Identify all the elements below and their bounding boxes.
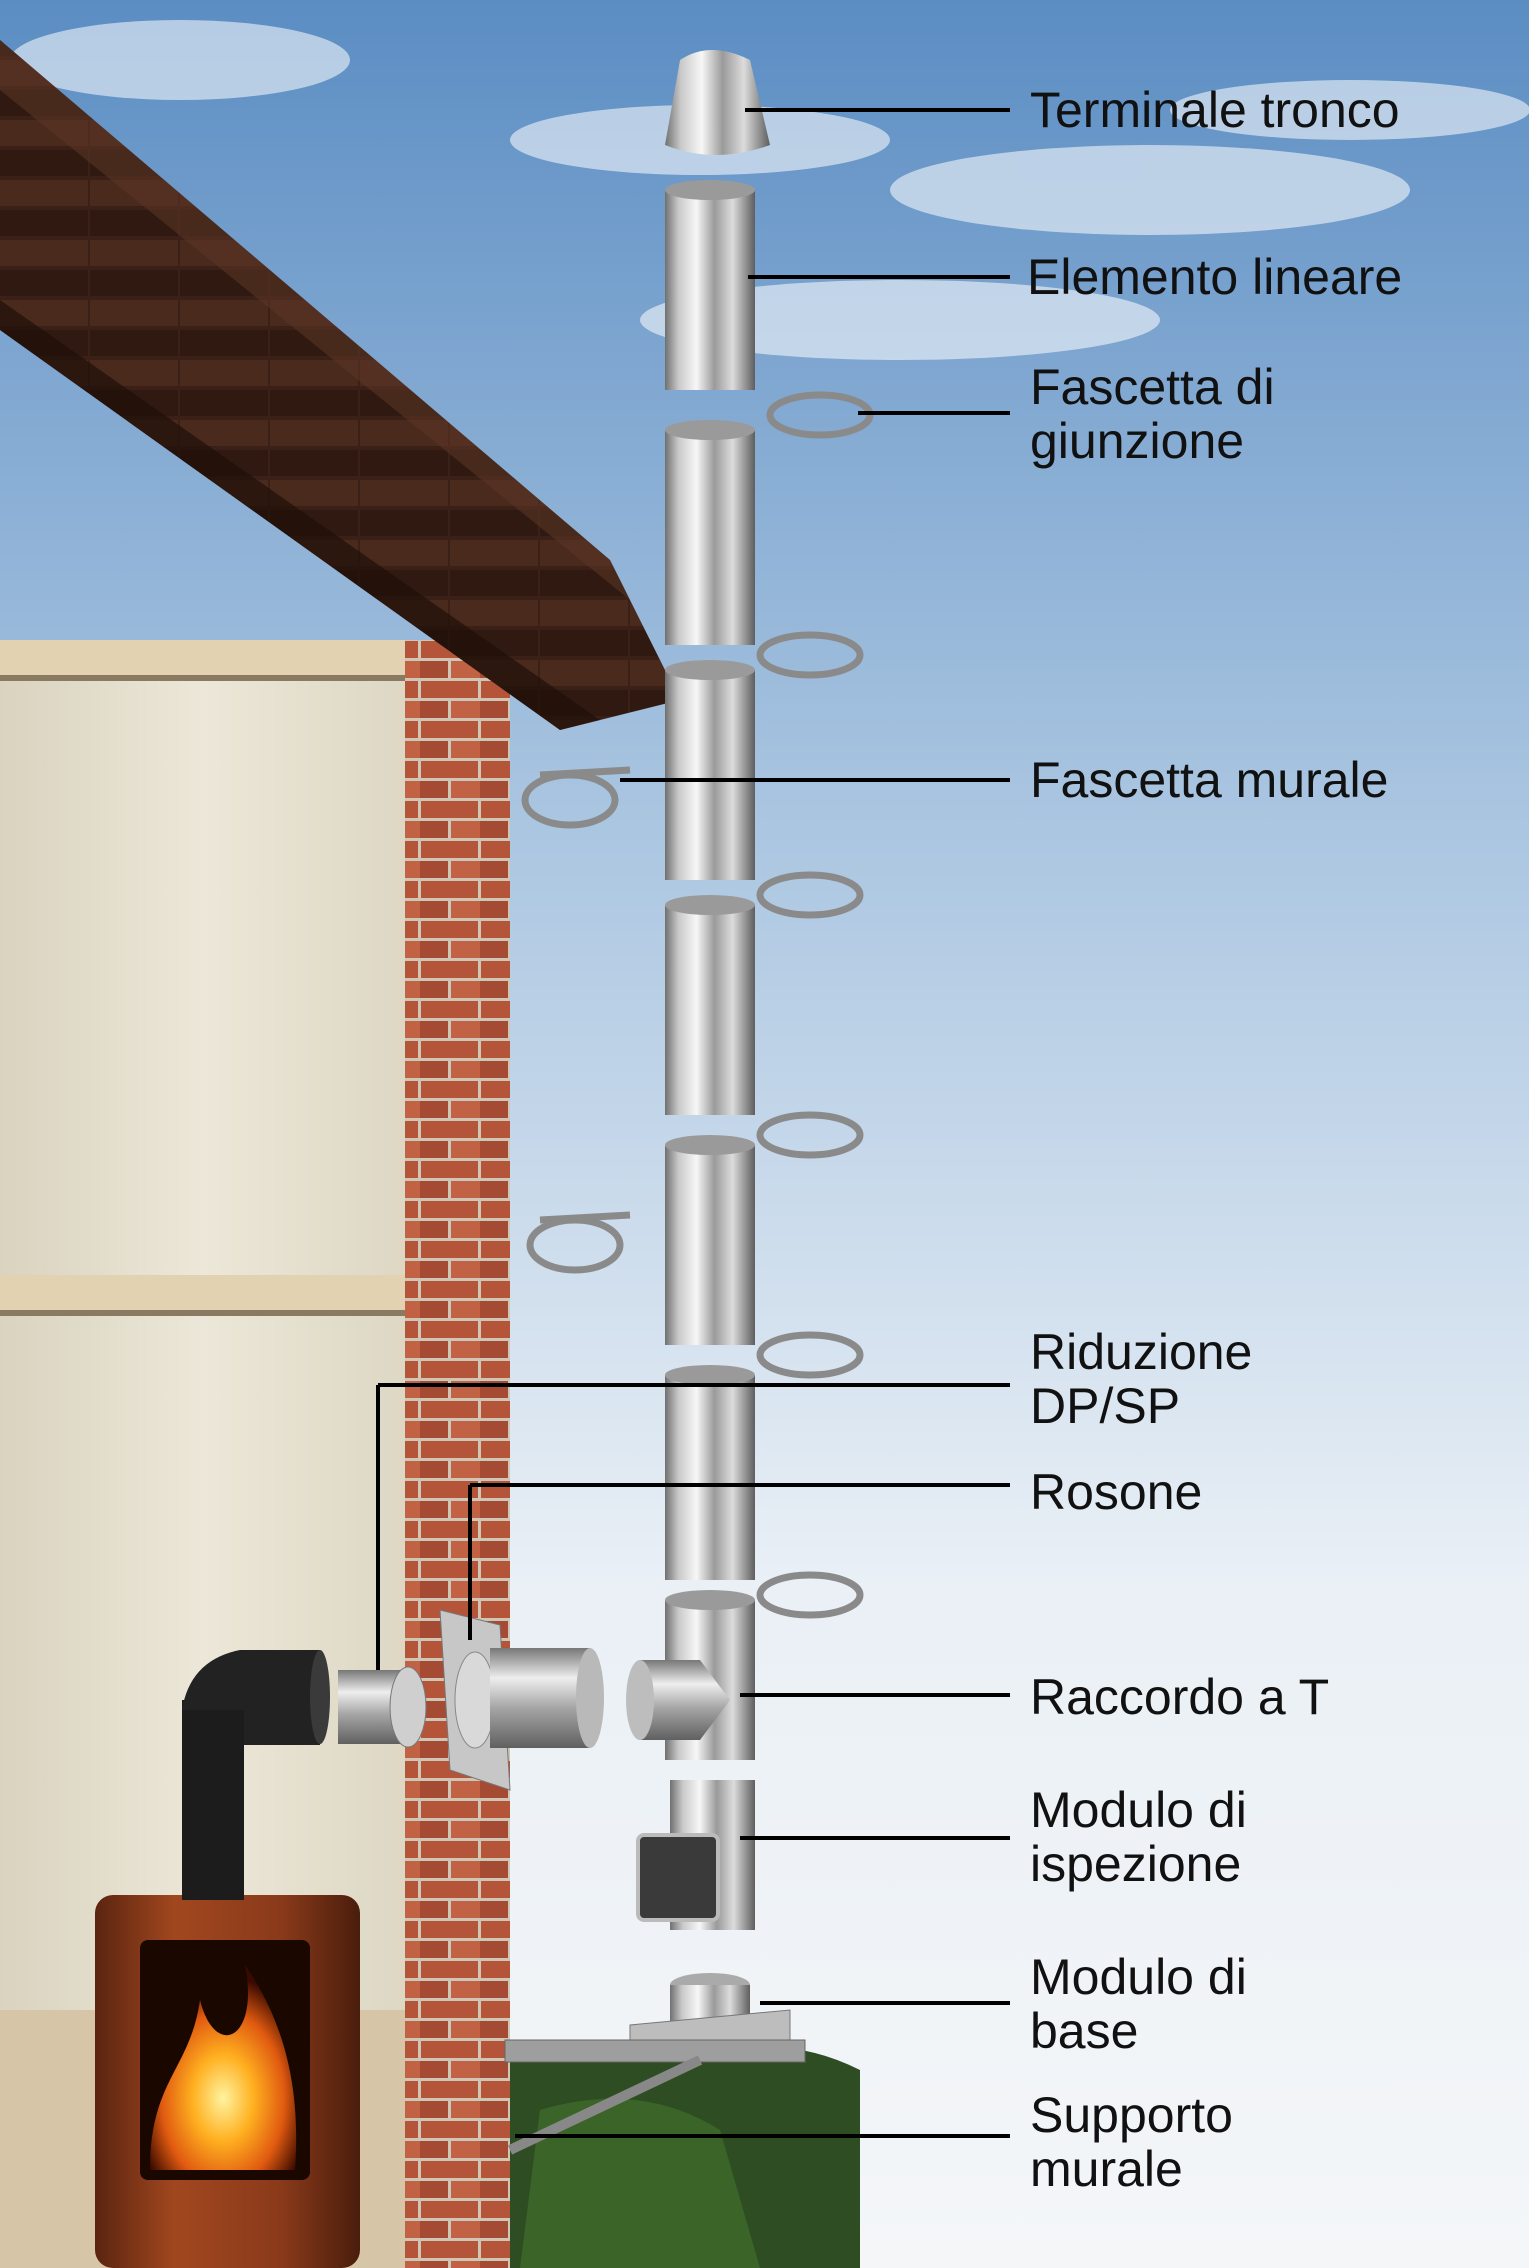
eave-board-lower xyxy=(0,1275,405,1316)
clouds xyxy=(10,20,1529,360)
label-raccordo-t: Raccordo a T xyxy=(1030,1669,1330,1725)
label-fascetta-giunzione-line1: Fascetta di xyxy=(1030,359,1275,415)
leader-lines xyxy=(376,108,1010,2138)
label-modulo-base-line1: Modulo di xyxy=(1030,1949,1247,2005)
label-fascetta-giunzione: Fascetta di giunzione xyxy=(1030,360,1275,468)
label-riduzione-line1: Riduzione xyxy=(1030,1324,1253,1380)
label-supporto-murale-line2: murale xyxy=(1030,2141,1183,2197)
chimney-stack xyxy=(504,50,806,2155)
horizontal-pipe xyxy=(490,1648,604,1748)
inspection-module xyxy=(636,1780,755,1930)
label-fascetta-murale: Fascetta murale xyxy=(1030,752,1389,808)
reducer-dp-sp xyxy=(338,1666,427,1748)
roof xyxy=(0,40,680,730)
label-rosone: Rosone xyxy=(1030,1464,1203,1520)
t-fitting xyxy=(626,1590,755,1760)
pipe-element-6 xyxy=(665,1375,755,1580)
label-modulo-ispezione: Modulo di ispezione xyxy=(1030,1783,1247,1891)
label-modulo-ispezione-line2: ispezione xyxy=(1030,1836,1242,1892)
pipe-element-1 xyxy=(665,190,755,390)
wall-clamps xyxy=(521,766,631,1274)
stove xyxy=(95,1895,360,2268)
pipe-element-3 xyxy=(665,670,755,880)
label-riduzione-line2: DP/SP xyxy=(1030,1378,1181,1434)
label-modulo-base: Modulo di base xyxy=(1030,1950,1247,2058)
stove-flue-pipe xyxy=(182,1650,330,1900)
brick-wall-section xyxy=(405,640,510,2268)
label-modulo-ispezione-line1: Modulo di xyxy=(1030,1782,1247,1838)
label-fascetta-giunzione-line2: giunzione xyxy=(1030,413,1245,469)
terminal-cap xyxy=(665,50,770,155)
label-terminale-tronco: Terminale tronco xyxy=(1030,82,1400,138)
eave-board-upper xyxy=(0,640,405,681)
pipe-element-2 xyxy=(665,430,755,645)
label-riduzione: Riduzione DP/SP xyxy=(1030,1325,1252,1433)
label-elemento-lineare: Elemento lineare xyxy=(1027,249,1403,305)
label-supporto-murale-line1: Supporto xyxy=(1030,2087,1233,2143)
pipe-element-5 xyxy=(665,1145,755,1345)
label-modulo-base-line2: base xyxy=(1030,2003,1139,2059)
hedge xyxy=(510,2040,860,2268)
label-supporto-murale: Supporto murale xyxy=(1030,2088,1233,2196)
pipe-element-4 xyxy=(665,905,755,1115)
